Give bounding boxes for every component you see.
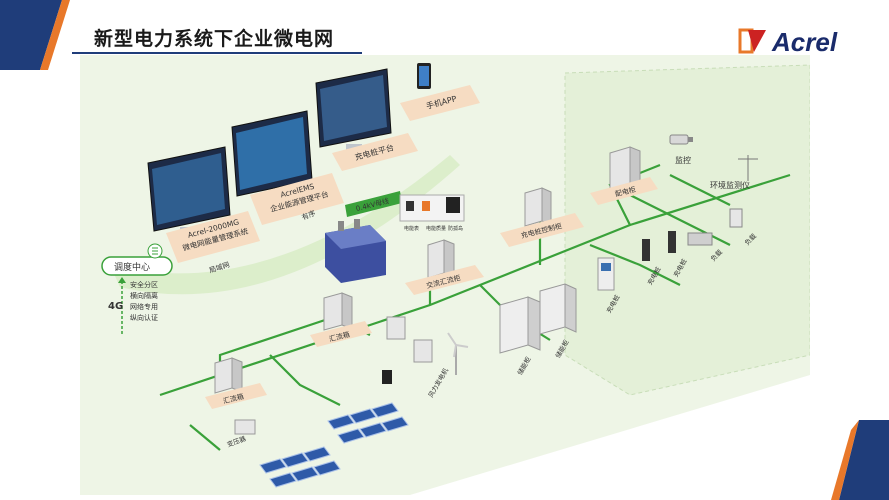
- dispatch-center-label: 调度中心: [114, 261, 150, 273]
- camera-icon: 监控: [669, 134, 693, 165]
- dispatch-item: 安全分区: [130, 280, 158, 289]
- page-title: 新型电力系统下企业微电网: [94, 28, 335, 50]
- right-floor-plane: [564, 64, 810, 396]
- meter-label: 电能表: [404, 225, 419, 232]
- platform-ems: AcrelEMS 企业能源管理平台: [250, 173, 344, 225]
- weather-label: 环境监测仪: [710, 180, 750, 190]
- pv-panel: [381, 416, 409, 432]
- pv-panel: [291, 466, 319, 482]
- inverter-2: [382, 339, 433, 384]
- wifi-icon: [152, 247, 158, 255]
- logo-text: Acrel: [772, 27, 838, 57]
- network-wedge: [110, 155, 460, 295]
- dispatch-item: 网络专用: [130, 302, 158, 311]
- dispatch-center: 调度中心: [101, 243, 173, 335]
- dispatch-item: 横向隔离: [130, 291, 158, 300]
- platform-charging: 充电桩平台: [332, 133, 418, 171]
- corner-decoration-top-left: [0, 0, 70, 70]
- ems-monitor: [231, 110, 313, 200]
- pv-panel: [259, 458, 287, 474]
- dispatch-item: 纵向认证: [130, 313, 158, 322]
- meter-panel: [399, 194, 465, 222]
- meter-label: 电能质量: [426, 225, 446, 232]
- title-underline: [72, 52, 362, 54]
- pv-panel: [269, 472, 297, 488]
- camera-label: 监控: [675, 155, 691, 165]
- pv-array: [259, 402, 409, 488]
- net-badge: 4G: [108, 301, 123, 312]
- inverter-1: [386, 316, 406, 340]
- charging-cabinet: 充电桩控制柜: [500, 187, 584, 247]
- meter-labels: 电能表电能质量防孤岛: [404, 225, 463, 232]
- pv-panel: [327, 414, 355, 430]
- pv-panel: [303, 446, 331, 462]
- pv-panel: [337, 428, 365, 444]
- transformer: [325, 219, 386, 283]
- storage-cabinet-1: 储能柜: [499, 296, 541, 376]
- combiner-mid: 汇流箱: [310, 292, 372, 347]
- weather-station-icon: 环境监测仪: [710, 155, 758, 190]
- pv-panel: [371, 402, 399, 418]
- pv-panel: [313, 460, 341, 476]
- storage-cabinet-2: 储能柜: [539, 283, 577, 359]
- distribution-cabinet: 配电柜: [590, 146, 658, 205]
- pv-panel: [349, 408, 377, 424]
- meter-label: 防孤岛: [448, 225, 463, 232]
- pv-panel: [281, 452, 309, 468]
- platform-app: 手机APP: [400, 85, 480, 121]
- combiner-low: 汇流箱: [205, 357, 267, 409]
- acrel-logo-icon: [738, 28, 766, 54]
- microgrid-diagram: 手机APP 充电桩平台 AcrelEMS 企业能源管理平台 Acrel-2000…: [80, 55, 810, 495]
- phone-icon: [417, 63, 431, 89]
- corner-decoration-bottom-right: [831, 420, 889, 500]
- pv-panel: [359, 422, 387, 438]
